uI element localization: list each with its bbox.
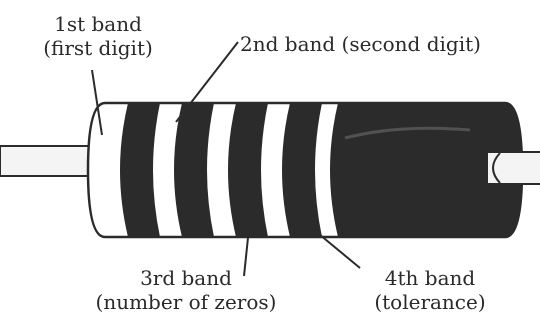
band4-leader-line — [307, 224, 361, 269]
band3-label-line2: (number of zeros) — [95, 290, 277, 314]
band1-leader-line — [91, 69, 103, 136]
color-band-4 — [282, 103, 322, 237]
band2-leader-line — [175, 41, 239, 123]
right-lead-cap — [492, 152, 501, 184]
band2-label: 2nd band (second digit) — [240, 32, 481, 56]
body-highlight — [344, 126, 471, 140]
resistor-body-dark — [330, 103, 522, 237]
band4-label: 4th band (tolerance) — [350, 266, 510, 314]
band4-label-line2: (tolerance) — [374, 290, 486, 314]
left-lead-wire — [0, 145, 93, 177]
band1-label-line2: (first digit) — [43, 36, 153, 60]
band3-leader-line — [243, 227, 250, 277]
color-band-1 — [120, 103, 160, 237]
band4-label-line1: 4th band — [384, 266, 476, 290]
color-band-2 — [174, 103, 214, 237]
band2-label-line1: 2nd band (second digit) — [240, 32, 481, 56]
band3-label: 3rd band (number of zeros) — [66, 266, 306, 314]
band1-label: 1st band (first digit) — [28, 12, 168, 60]
color-band-3 — [228, 103, 268, 237]
band1-label-line1: 1st band — [54, 12, 142, 36]
band3-label-line1: 3rd band — [140, 266, 232, 290]
